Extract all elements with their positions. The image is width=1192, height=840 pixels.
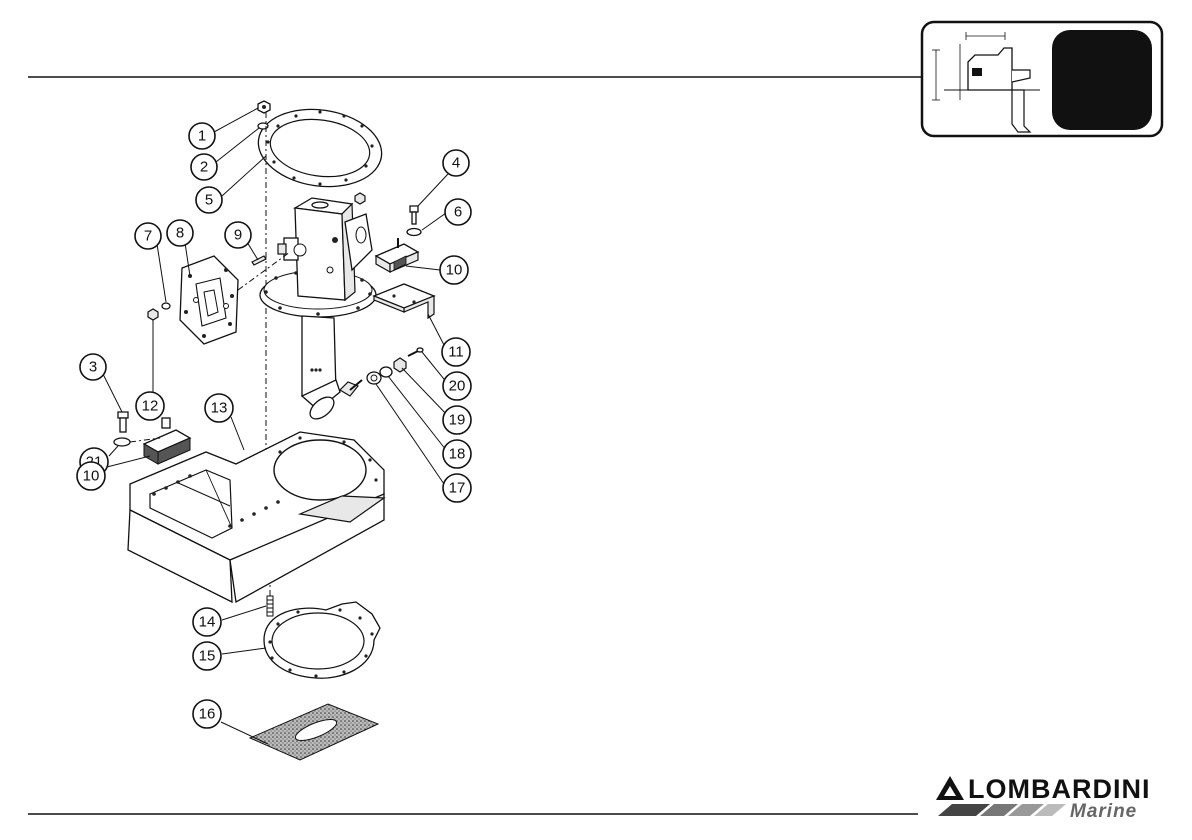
svg-text:19: 19 xyxy=(449,412,466,429)
callout-10-lower: 10 xyxy=(77,462,105,490)
callout-12: 12 xyxy=(136,392,164,420)
logo-main-text: LOMBARDINI xyxy=(968,774,1150,804)
callout-15: 15 xyxy=(193,642,221,670)
svg-text:2: 2 xyxy=(200,159,208,176)
part-3-bolt xyxy=(118,412,128,432)
svg-text:12: 12 xyxy=(142,398,159,415)
callout-1: 1 xyxy=(189,123,215,149)
svg-text:16: 16 xyxy=(199,706,216,723)
callout-2: 2 xyxy=(191,154,217,180)
callout-6: 6 xyxy=(445,199,471,225)
callout-4: 4 xyxy=(443,150,469,176)
svg-text:17: 17 xyxy=(449,480,466,497)
logo-stripes xyxy=(938,804,1066,816)
engine-section-thumbnail-icon xyxy=(922,22,1162,136)
part-20-pin xyxy=(408,348,423,356)
callout-20: 20 xyxy=(443,372,471,400)
callout-13: 13 xyxy=(205,394,233,422)
svg-text:10: 10 xyxy=(446,262,463,279)
part-1-nut xyxy=(258,101,270,113)
svg-text:10: 10 xyxy=(83,468,100,485)
part-15-lower-flange xyxy=(264,602,380,678)
part-17-ring xyxy=(367,372,381,384)
svg-text:9: 9 xyxy=(234,227,242,244)
svg-text:5: 5 xyxy=(205,192,213,209)
part-16-gasket xyxy=(250,704,378,760)
callout-17: 17 xyxy=(443,474,471,502)
svg-text:1: 1 xyxy=(198,128,206,145)
part-18-washer xyxy=(380,367,392,377)
part-10-mount-lower xyxy=(144,418,190,464)
svg-text:3: 3 xyxy=(89,359,97,376)
svg-text:6: 6 xyxy=(454,204,462,221)
svg-text:11: 11 xyxy=(448,344,464,361)
part-6-washer xyxy=(407,229,421,236)
part-9-stud xyxy=(252,256,266,265)
callout-8: 8 xyxy=(167,220,193,246)
callout-5: 5 xyxy=(196,187,222,213)
callout-18: 18 xyxy=(443,440,471,468)
part-21-washer xyxy=(114,438,130,446)
callout-16: 16 xyxy=(193,700,221,728)
callout-10-upper: 10 xyxy=(440,256,468,284)
part-7-washer xyxy=(162,303,170,309)
gearbox-assembly xyxy=(260,193,376,317)
svg-text:18: 18 xyxy=(449,446,466,463)
svg-text:8: 8 xyxy=(176,225,184,242)
svg-text:7: 7 xyxy=(144,228,152,245)
part-5-top-flange xyxy=(253,102,386,195)
callout-11: 11 xyxy=(442,338,470,366)
callout-14: 14 xyxy=(193,608,221,636)
part-14-stud xyxy=(267,596,273,616)
part-12-nut xyxy=(148,309,158,320)
svg-text:20: 20 xyxy=(449,378,466,395)
logo-sub-text: Marine xyxy=(1070,801,1137,822)
lombardini-triangle-icon xyxy=(936,776,964,800)
part-4-bolt xyxy=(410,206,418,224)
lombardini-marine-logo: LOMBARDINI Marine xyxy=(936,774,1150,822)
svg-text:14: 14 xyxy=(199,614,216,631)
part-11-bracket xyxy=(374,284,434,318)
svg-text:13: 13 xyxy=(211,400,228,417)
callout-7: 7 xyxy=(135,223,161,249)
svg-text:4: 4 xyxy=(452,155,460,172)
callout-9: 9 xyxy=(225,222,251,248)
callout-19: 19 xyxy=(443,406,471,434)
drive-leg xyxy=(302,316,362,423)
svg-text:15: 15 xyxy=(199,648,216,665)
callout-3: 3 xyxy=(80,354,106,380)
